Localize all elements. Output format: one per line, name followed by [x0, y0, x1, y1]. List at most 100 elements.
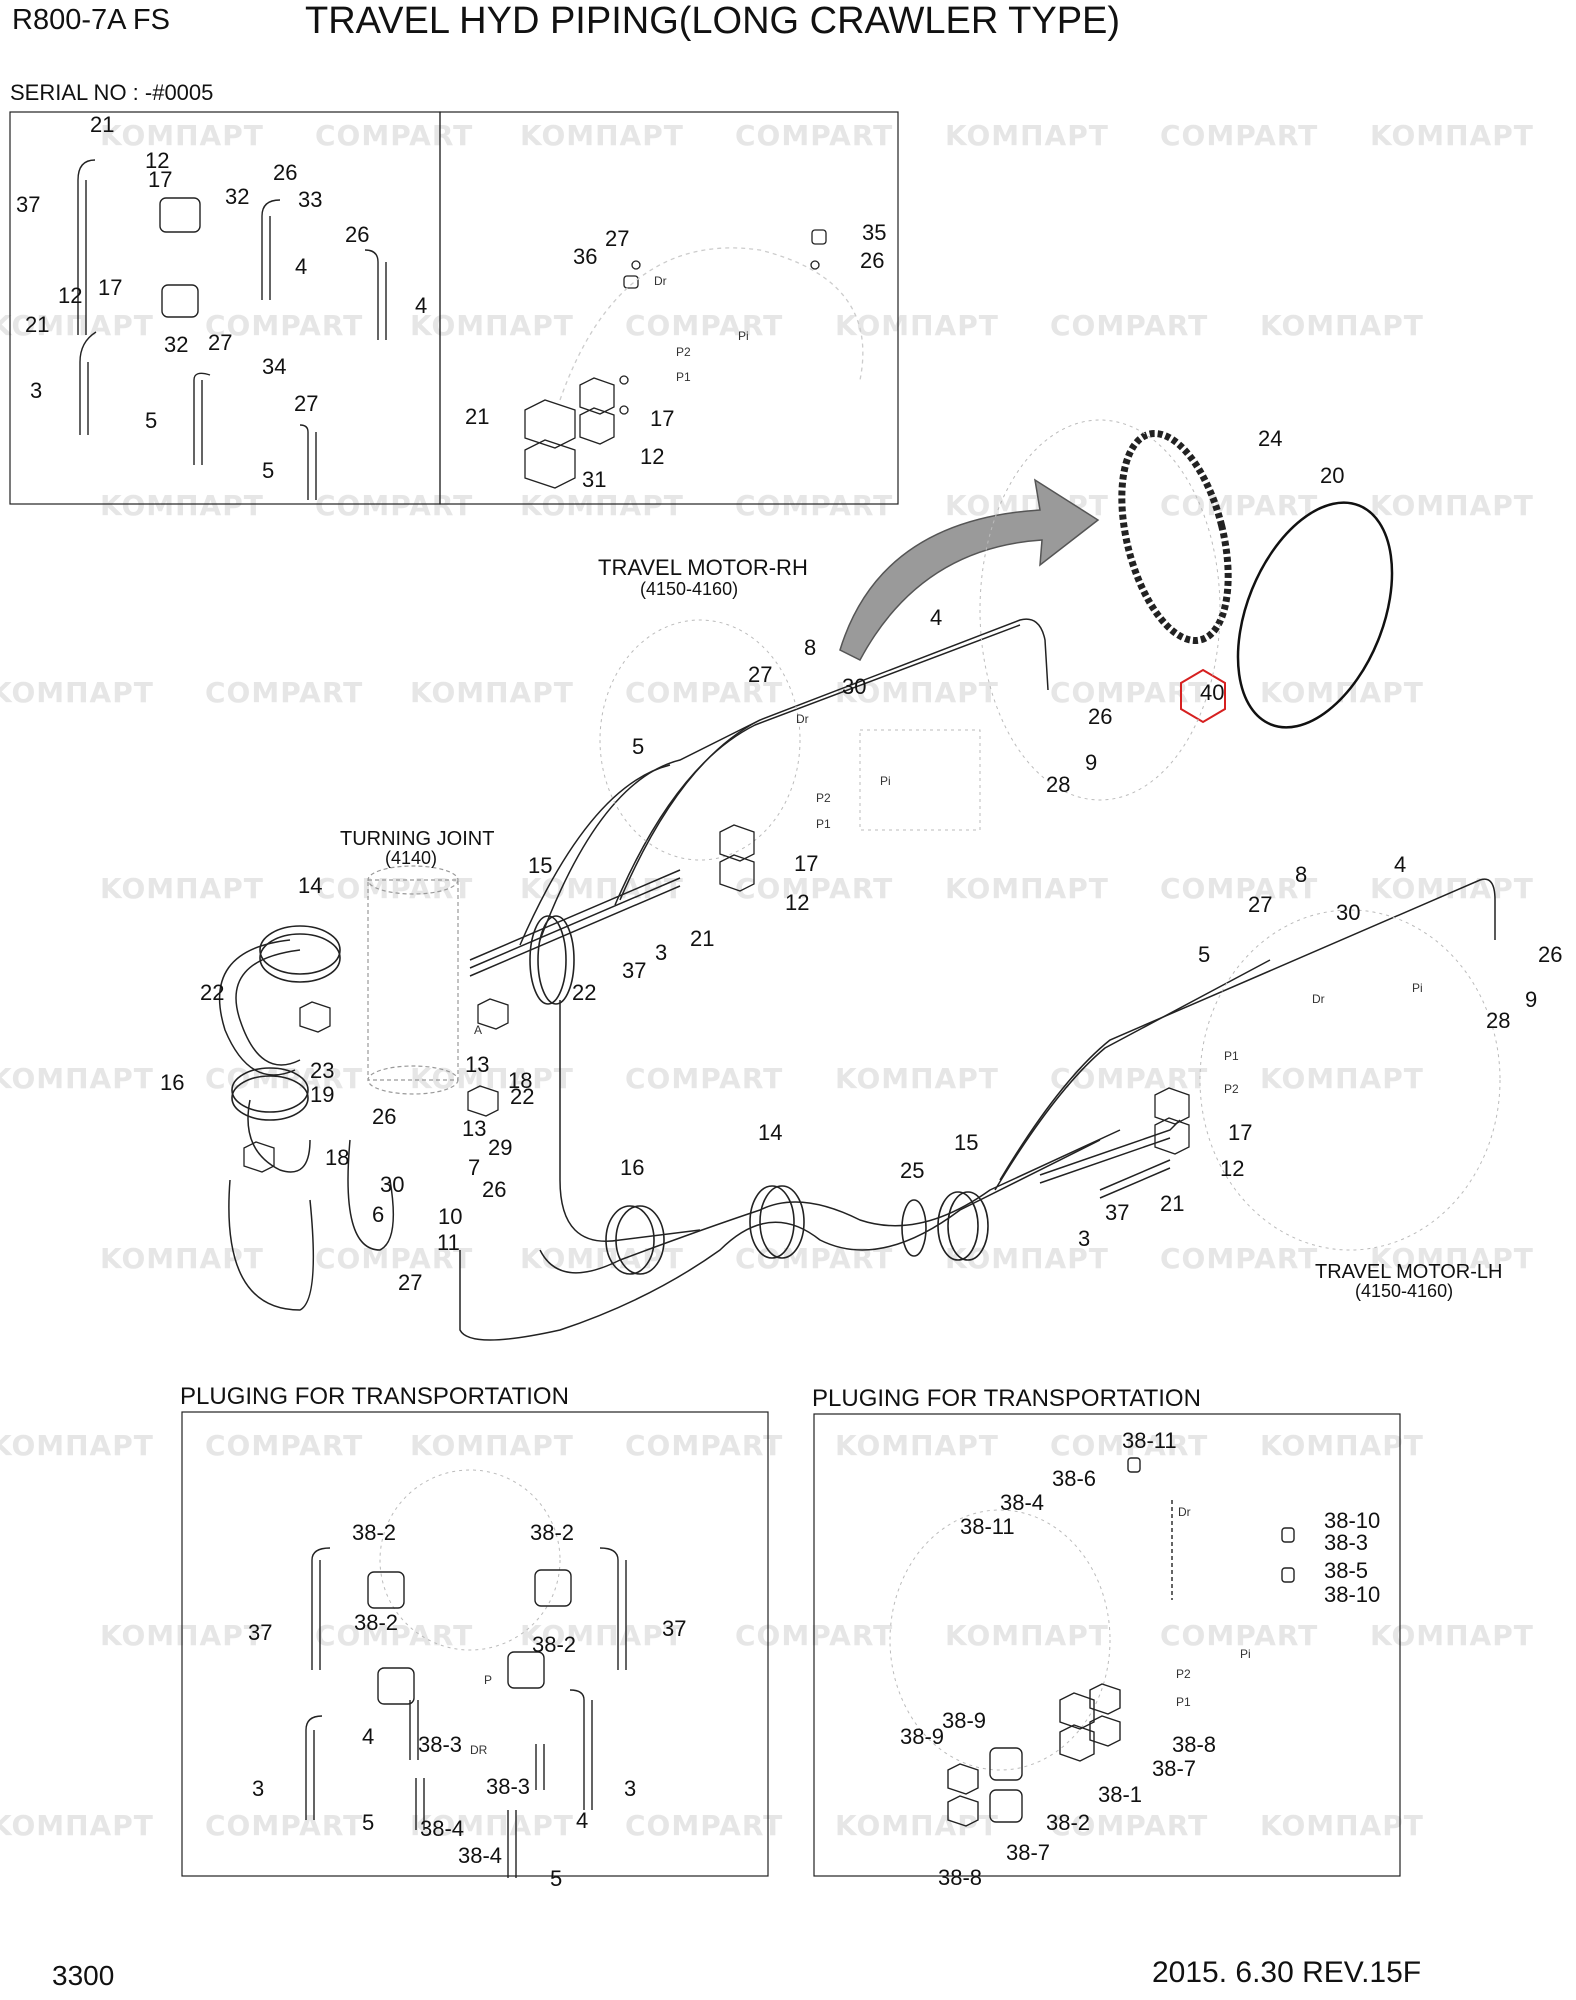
callout-plug-left: 38-2	[530, 1520, 574, 1545]
highlight-hexagon	[1180, 668, 1226, 724]
watermark-kompart: KOMПАРТ	[100, 489, 264, 522]
callout-plug-left: 38-2	[532, 1632, 576, 1657]
callout-plug-left: 38-3	[418, 1732, 462, 1757]
watermark-compart: COMPART	[1050, 1062, 1208, 1095]
callout-inset1: 4	[295, 254, 307, 279]
watermark-kompart: KOMПАРТ	[410, 676, 574, 709]
watermark-kompart: KOMПАРТ	[1260, 309, 1424, 342]
watermark-kompart: KOMПАРТ	[1260, 1062, 1424, 1095]
callout-main: 12	[1220, 1156, 1244, 1181]
plug-left-parts	[305, 1547, 627, 1878]
watermark-kompart: KOMПАРТ	[0, 309, 154, 342]
turning-joint-body	[367, 865, 459, 1095]
port-p1-plug: P1	[1176, 1695, 1191, 1709]
page-number: 3300	[52, 1960, 115, 1991]
callout-main: 22	[200, 980, 224, 1005]
callout-main: 26	[482, 1177, 506, 1202]
assembly-arrow	[839, 478, 1100, 661]
watermark-compart: COMPART	[1160, 489, 1318, 522]
callout-main: 13	[465, 1052, 489, 1077]
label-plug-left: PLUGING FOR TRANSPORTATION	[180, 1383, 569, 1410]
label-plug-right: PLUGING FOR TRANSPORTATION	[812, 1385, 1201, 1412]
callout-plug-right: 38-7	[1152, 1756, 1196, 1781]
label-motor-lh: TRAVEL MOTOR-LH	[1315, 1261, 1502, 1283]
callout-plug-right: 38-8	[1172, 1732, 1216, 1757]
watermark-compart: COMPART	[205, 676, 363, 709]
callout-inset1: 5	[145, 408, 157, 433]
callout-main: 10	[438, 1204, 462, 1229]
watermark-kompart: KOMПАРТ	[1260, 1429, 1424, 1462]
callout-main: 27	[1248, 892, 1272, 917]
callout-main: 20	[1320, 463, 1344, 488]
label-motor-rh: TRAVEL MOTOR-RH	[598, 555, 808, 580]
label-turning-joint: TURNING JOINT	[340, 828, 494, 850]
port-dr-lh: Dr	[1312, 992, 1325, 1006]
watermark-compart: COMPART	[315, 489, 473, 522]
watermark-kompart: KOMПАРТ	[0, 1809, 154, 1842]
callout-main: 5	[632, 734, 644, 759]
callout-main: 9	[1085, 750, 1097, 775]
port-p2-rh: P2	[816, 791, 831, 805]
motor-outlines	[379, 419, 1501, 1771]
watermark-compart: COMPART	[1160, 872, 1318, 905]
callout-plug-left: 37	[248, 1620, 272, 1645]
port-pi-lh: Pi	[1412, 981, 1423, 995]
callout-main: 18	[508, 1068, 532, 1093]
callout-main: 22	[572, 980, 596, 1005]
watermark-compart: COMPART	[205, 1062, 363, 1095]
callout-main: 28	[1046, 772, 1070, 797]
watermark-kompart: KOMПАРТ	[0, 676, 154, 709]
callout-main: 13	[462, 1116, 486, 1141]
callout-inset1: 21	[90, 112, 114, 137]
callout-inset1: 26	[273, 160, 297, 185]
callout-plug-left: 5	[550, 1866, 562, 1891]
serial-number: SERIAL NO : -#0005	[10, 80, 214, 105]
callout-main: 26	[1538, 942, 1562, 967]
plug-box-left	[181, 1411, 769, 1877]
watermark-kompart: KOMПАРТ	[520, 1619, 684, 1652]
callout-inset2: 26	[860, 248, 884, 273]
model-number: R800-7A FS	[12, 4, 170, 36]
watermark-compart: COMPART	[205, 309, 363, 342]
watermark-kompart: KOMПАРТ	[0, 1062, 154, 1095]
inset2-flanges	[524, 229, 864, 489]
watermark-kompart: KOMПАРТ	[520, 119, 684, 152]
callout-main: 4	[1394, 852, 1406, 877]
callout-plug-right: 38-9	[900, 1724, 944, 1749]
callout-inset1: 5	[262, 458, 274, 483]
callout-inset2: 21	[465, 404, 489, 429]
watermark-kompart: KOMПАРТ	[410, 309, 574, 342]
watermark-layer: KOMПАРТ COMPART KOMПАРТ COMPART KOMПАРТ COMPA…	[0, 119, 1534, 1842]
callout-inset1: 27	[294, 391, 318, 416]
callout-plug-left: 38-2	[352, 1520, 396, 1545]
watermark-compart: COMPART	[315, 119, 473, 152]
plug-box-right	[813, 1413, 1401, 1877]
callout-main: 29	[488, 1135, 512, 1160]
callout-main: 18	[325, 1145, 349, 1170]
callout-inset1: 37	[16, 192, 40, 217]
callout-main: 11	[437, 1230, 460, 1255]
watermark-compart: COMPART	[735, 119, 893, 152]
callout-main: 24	[1258, 426, 1282, 451]
watermark-kompart: KOMПАРТ	[1260, 676, 1424, 709]
callout-main: 3	[655, 940, 667, 965]
watermark-kompart: KOMПАРТ	[945, 1619, 1109, 1652]
watermark-kompart: KOMПАРТ	[1370, 872, 1534, 905]
port-a: A	[474, 1023, 482, 1037]
callout-main: 37	[622, 958, 646, 983]
callout-main: 22	[510, 1084, 534, 1109]
callout-plug-left: 5	[362, 1810, 374, 1835]
main-hose-lines	[218, 618, 1496, 1341]
callout-inset1: 3	[30, 378, 42, 403]
watermark-kompart: KOMПАРТ	[945, 119, 1109, 152]
callout-inset1: 17	[148, 167, 172, 192]
port-p2-lh: P2	[1224, 1082, 1239, 1096]
callout-main: 17	[1228, 1120, 1252, 1145]
callout-plug-right: 38-4	[1000, 1490, 1044, 1515]
port-dr-rh: Dr	[796, 712, 809, 726]
callout-plug-right: 38-10	[1324, 1508, 1380, 1533]
highlight-label: 40	[1200, 680, 1224, 705]
callout-main: 17	[794, 851, 818, 876]
callout-inset1: 34	[262, 354, 286, 379]
